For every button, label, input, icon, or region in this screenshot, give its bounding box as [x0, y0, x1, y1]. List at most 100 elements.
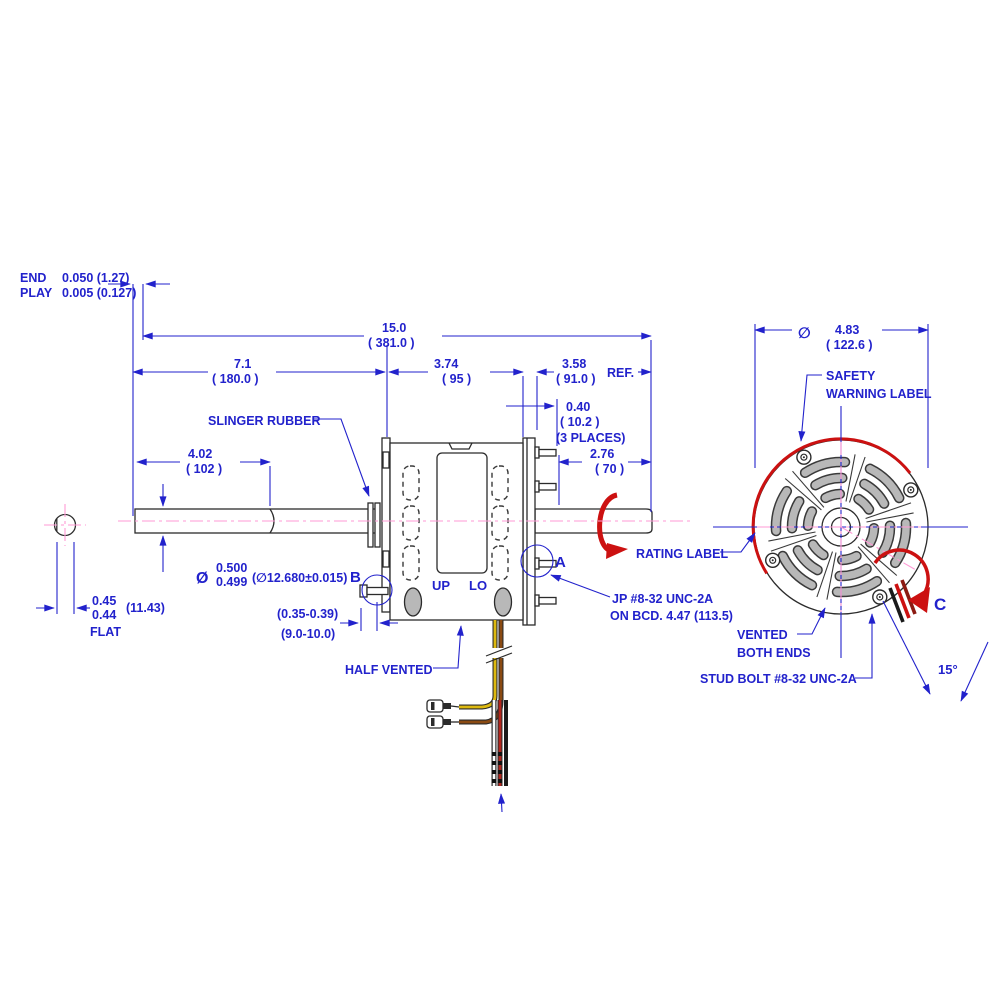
vent-slot [491, 465, 509, 501]
detail-label-b: B [350, 569, 361, 586]
vented-label-line2: BOTH ENDS [737, 646, 811, 660]
dim-shaft-dia-lo: 0.499 [216, 575, 247, 589]
end-play-value2: 0.005 (0.127) [62, 286, 136, 300]
terminal-connector [426, 715, 459, 729]
right-end-plate [522, 437, 536, 626]
dim-body-in: 3.74 [434, 357, 458, 371]
lo-marking: LO [469, 578, 487, 593]
vent-slot [402, 465, 420, 501]
dim-shaft-ext-mm: ( 180.0 ) [212, 372, 259, 386]
dim-front-dia-in: 4.83 [835, 323, 859, 337]
vented-label-line1: VENTED [737, 628, 788, 642]
end-play-value: 0.050 (1.27) [62, 271, 129, 285]
vent-slot [491, 505, 509, 541]
dim-opp-ext-in: 2.76 [590, 447, 614, 461]
mounting-foot [493, 587, 513, 617]
dim-overall-mm: ( 381.0 ) [368, 336, 415, 350]
stud-bolt-dot [802, 456, 805, 459]
dim-opp-ext-mm: ( 70 ) [595, 462, 624, 476]
dim-opp-shaft-in: 3.58 [562, 357, 586, 371]
spoke-line [866, 512, 914, 523]
vent-slot [801, 458, 849, 477]
vent-slot [772, 487, 791, 535]
vent-slot [804, 507, 816, 530]
detail-circle-b [361, 574, 393, 606]
dim-flat-len-in: 4.02 [188, 447, 212, 461]
dim-flat-len-mm: ( 102 ) [186, 462, 222, 476]
vent-slot [821, 490, 844, 502]
vent-slot [860, 480, 888, 508]
vent-slot [402, 545, 420, 581]
stud-bolt-dot [878, 596, 881, 598]
side-view [118, 437, 692, 786]
dim-ref-label: REF. [607, 366, 634, 380]
vent-slot [779, 552, 816, 589]
spoke-line [857, 546, 890, 584]
lead-wires [426, 620, 513, 786]
spoke-line [826, 552, 837, 600]
terminal-connector [426, 699, 460, 713]
stud-bolt-dot [909, 488, 912, 491]
dim-body-mm: ( 95 ) [442, 372, 471, 386]
dim-stud-places: (3 PLACES) [556, 431, 625, 445]
spoke-line [865, 502, 912, 520]
dim-shaft-ext-in: 7.1 [234, 357, 251, 371]
vent-slot [891, 519, 910, 567]
jp-stud-note1: JP #8-32 UNC-2A [612, 592, 713, 606]
dim-stud-mm: ( 10.2 ) [560, 415, 600, 429]
left-plate-stud [382, 451, 390, 469]
safety-label-line1: SAFETY [826, 369, 876, 383]
wire-angle-centerline [840, 526, 917, 571]
vent-slot [838, 552, 861, 564]
dim-b-stud-in: (0.35-0.39) [277, 607, 338, 621]
stud-bolt-center [907, 486, 915, 494]
stud-bolt-label: STUD BOLT #8-32 UNC-2A [700, 672, 857, 686]
slinger-rubber-label: SLINGER RUBBER [208, 414, 321, 428]
slinger-rubber-disc [367, 502, 374, 548]
dim-wire-angle: 15° [938, 662, 958, 677]
detail-circle-a [520, 544, 554, 578]
stud-bolt-center [800, 453, 808, 461]
front-view-callouts: ∅ 4.83 ( 122.6 ) SAFETY WARNING LABEL RA… [636, 323, 989, 702]
spoke-line [816, 551, 834, 598]
dim-flat-hi: 0.45 [92, 594, 116, 608]
vent-slot [833, 577, 881, 596]
up-marking: UP [432, 578, 450, 593]
dim-front-dia-symbol: ∅ [798, 325, 811, 342]
dim-shaft-dia-symbol: Ø [196, 570, 208, 587]
end-play-label2: PLAY [20, 286, 53, 300]
vent-slot [794, 546, 822, 574]
left-plate-stud [382, 550, 390, 568]
half-vented-label: HALF VENTED [345, 663, 433, 677]
vent-slot [402, 505, 420, 541]
vent-slot [854, 495, 873, 514]
mounting-foot [403, 587, 423, 617]
body-top-notch [448, 442, 473, 450]
rotation-arrow-front [873, 548, 930, 595]
detail-label-a: A [555, 554, 566, 571]
stud-bolt-center [876, 593, 884, 601]
rotation-arrow-shaft [597, 492, 618, 554]
shaft-end-view [44, 504, 86, 546]
dim-stud-in: 0.40 [566, 400, 590, 414]
body-label-area [436, 452, 488, 574]
vent-slot [866, 524, 878, 547]
safety-label-line2: WARNING LABEL [826, 387, 932, 401]
dimensions: END 0.050 (1.27) PLAY 0.005 (0.127) 15.0… [20, 271, 733, 813]
front-lead-wires [888, 579, 917, 623]
stud-bolt-b [359, 584, 389, 598]
detail-label-c: C [934, 595, 946, 614]
dim-shaft-dia-mm: (∅12.680±0.015) [252, 571, 347, 585]
spoke-line [770, 534, 817, 552]
stud-bolt-dot [771, 559, 774, 562]
vent-slot [866, 465, 903, 502]
dim-opp-shaft-mm: ( 91.0 ) [556, 372, 596, 386]
dim-front-dia-mm: ( 122.6 ) [826, 338, 873, 352]
dim-flat-mm: (11.43) [126, 601, 165, 615]
stud-bolt-center [769, 556, 777, 564]
vent-slot [491, 545, 509, 581]
spoke-line [848, 456, 866, 503]
spoke-line [845, 454, 856, 502]
